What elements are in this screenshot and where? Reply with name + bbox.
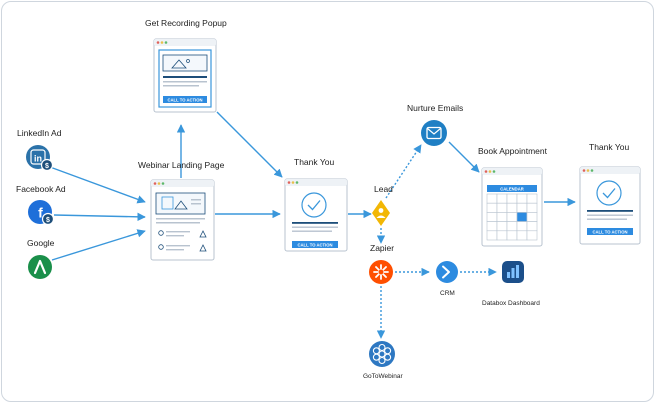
page-thankyou-2: CALL TO ACTION <box>579 166 641 245</box>
zapier-icon[interactable] <box>369 260 393 284</box>
calendar-day[interactable] <box>506 193 518 204</box>
label-google: Google <box>27 238 55 248</box>
svg-text:$: $ <box>46 217 50 224</box>
user-icon <box>158 230 164 236</box>
connectors <box>49 111 576 339</box>
calendar-day[interactable] <box>496 202 508 213</box>
email-icon[interactable] <box>421 120 447 146</box>
image-icon <box>171 59 187 69</box>
check-circle-icon <box>301 192 327 218</box>
arrow-google-to-landing <box>51 229 146 261</box>
label-thank-you-2: Thank You <box>589 142 630 152</box>
calendar-day[interactable] <box>486 193 498 204</box>
calendar-grid <box>486 193 538 241</box>
calendar-day[interactable] <box>496 212 508 222</box>
calendar-day[interactable] <box>486 230 498 241</box>
calendar-day[interactable] <box>506 212 518 222</box>
cta-thankyou-1-label: CALL TO ACTION <box>297 242 332 247</box>
arrow-popup-to-thankyou <box>216 111 283 178</box>
calendar-day[interactable] <box>496 193 508 204</box>
databox-icon[interactable] <box>502 261 524 283</box>
calendar-day[interactable] <box>526 202 538 213</box>
label-crm: CRM <box>440 290 455 297</box>
gotowebinar-icon[interactable] <box>369 341 395 367</box>
calendar-day[interactable] <box>486 221 498 232</box>
label-gotowebinar: GoToWebinar <box>363 373 403 380</box>
label-facebook-ad: Facebook Ad <box>16 184 66 194</box>
calendar-day[interactable] <box>506 221 518 232</box>
arrow-facebook-to-landing <box>53 212 146 222</box>
calendar-day[interactable] <box>496 230 508 241</box>
dollar-badge-icon: $ <box>41 212 55 226</box>
page-landing <box>150 179 215 261</box>
cta-button-thankyou-2[interactable] <box>587 228 633 235</box>
person-icon <box>199 230 207 238</box>
facebook-icon: f $ <box>28 200 55 226</box>
calendar-day[interactable] <box>516 202 528 213</box>
calendar-day[interactable] <box>506 202 518 213</box>
page-book-appointment: CALENDAR <box>481 167 543 247</box>
calendar-day[interactable] <box>506 230 518 241</box>
person-icon <box>199 244 207 252</box>
label-lead: Lead <box>374 184 393 194</box>
arrow-lead-to-nurture <box>385 144 422 199</box>
crm-arrow-icon[interactable] <box>436 261 458 283</box>
page-thankyou-1: CALL TO ACTION <box>284 178 348 252</box>
label-webinar-landing-page: Webinar Landing Page <box>138 160 225 170</box>
image-icon <box>174 200 188 210</box>
calendar-day[interactable] <box>486 202 498 213</box>
calendar-header-label: CALENDAR <box>500 186 524 191</box>
calendar-day-selected[interactable] <box>516 212 528 222</box>
calendar-day[interactable] <box>516 230 528 241</box>
label-nurture-emails: Nurture Emails <box>407 103 464 113</box>
dollar-badge-icon: $ <box>40 158 54 172</box>
arrow-nurture-to-book <box>448 141 480 173</box>
cta-thankyou-2-label: CALL TO ACTION <box>592 229 627 234</box>
cta-popup-label: CALL TO ACTION <box>167 97 202 102</box>
label-databox-dashboard: Databox Dashboard <box>482 300 540 307</box>
cta-button-thankyou-1[interactable] <box>292 241 338 248</box>
svg-text:$: $ <box>45 163 49 170</box>
label-get-recording-popup: Get Recording Popup <box>145 18 227 28</box>
calendar-day[interactable] <box>516 193 528 204</box>
calendar-day[interactable] <box>486 212 498 222</box>
calendar-day[interactable] <box>526 193 538 204</box>
check-circle-icon <box>596 180 622 206</box>
calendar-day[interactable] <box>496 221 508 232</box>
calendar-day[interactable] <box>516 221 528 232</box>
linkedin-icon: in $ <box>26 145 54 172</box>
svg-text:in: in <box>34 154 42 164</box>
label-thank-you-1: Thank You <box>294 157 335 167</box>
user-icon <box>158 244 164 250</box>
calendar-day[interactable] <box>526 221 538 232</box>
cta-button-popup[interactable] <box>163 96 207 103</box>
label-book-appointment: Book Appointment <box>478 146 547 156</box>
lead-marker-icon[interactable] <box>372 200 390 226</box>
google-ads-icon <box>28 255 52 279</box>
label-linkedin-ad: LinkedIn Ad <box>17 128 62 138</box>
calendar-day[interactable] <box>526 230 538 241</box>
arrow-linkedin-to-landing <box>49 166 146 204</box>
calendar-day[interactable] <box>526 212 538 222</box>
page-popup: CALL TO ACTION <box>153 38 217 113</box>
calendar-header <box>487 185 537 192</box>
svg-text:f: f <box>38 205 43 221</box>
label-zapier: Zapier <box>370 243 395 253</box>
